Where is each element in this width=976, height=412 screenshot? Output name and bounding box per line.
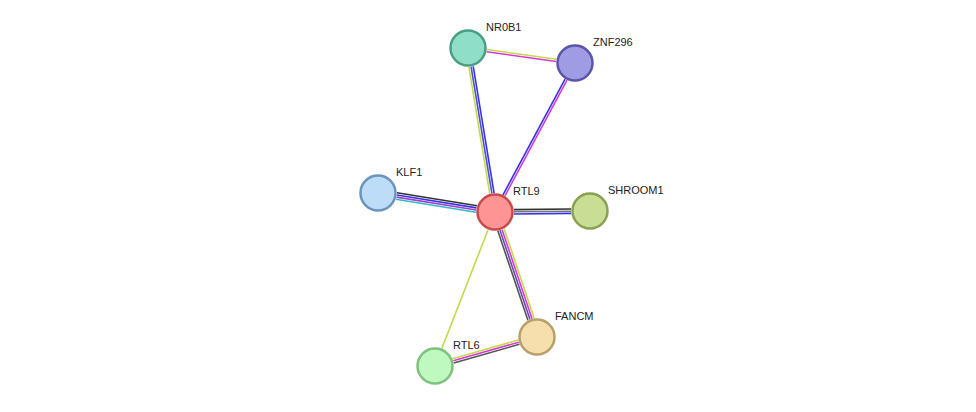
interaction-line <box>487 52 556 62</box>
interaction-line <box>469 67 490 194</box>
protein-node: FANCM <box>518 318 556 356</box>
interaction-line <box>473 66 494 193</box>
protein-name: ZNF296 <box>593 36 633 49</box>
interaction-line <box>397 197 477 210</box>
protein-name: FANCM <box>555 310 594 323</box>
protein-name: KLF1 <box>396 166 422 179</box>
interaction-line <box>504 229 534 319</box>
node-circle <box>518 318 556 356</box>
interaction-line <box>471 67 492 194</box>
node-circle <box>416 347 454 385</box>
interaction-line <box>514 208 571 210</box>
interaction-line <box>498 231 528 321</box>
interaction-line <box>487 50 556 60</box>
interaction-line <box>502 230 532 319</box>
node-circle <box>449 29 487 67</box>
node-circle <box>571 192 609 230</box>
protein-name: RTL9 <box>513 185 540 198</box>
protein-node: KLF1 <box>359 174 397 212</box>
protein-node: SHROOM1 <box>571 192 609 230</box>
interaction-line <box>396 199 476 212</box>
node-circle <box>556 44 594 82</box>
protein-node: ZNF296 <box>556 44 594 82</box>
node-circle <box>359 174 397 212</box>
interaction-line <box>442 230 488 349</box>
protein-node: NR0B1 <box>449 29 487 67</box>
protein-node: RTL9 <box>476 193 514 231</box>
interaction-line <box>505 80 567 196</box>
protein-name: SHROOM1 <box>608 184 664 197</box>
protein-name: NR0B1 <box>486 21 521 34</box>
protein-name: RTL6 <box>453 339 480 352</box>
interaction-line <box>503 79 565 195</box>
interaction-line <box>514 210 571 212</box>
interaction-line <box>514 213 571 215</box>
interaction-line <box>500 230 530 319</box>
protein-node: RTL6 <box>416 347 454 385</box>
node-circle <box>476 193 514 231</box>
